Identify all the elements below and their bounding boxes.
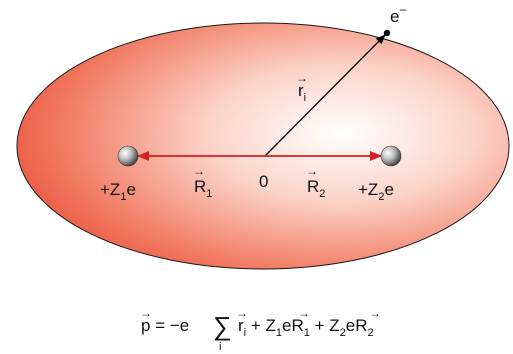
electron-label: e− — [390, 3, 406, 26]
formula-sum-symbol: ∑ — [213, 311, 232, 341]
electron-dot — [384, 30, 390, 36]
formula-sum-index: i — [219, 341, 221, 353]
nucleus-2-sphere — [381, 146, 401, 166]
formula-R2-overarrow: → — [369, 306, 381, 320]
dipole-formula: → p = −e ∑ i → ri + Z1eR1 + Z2eR2 → → — [140, 306, 381, 353]
vector-R1-overarrow: → — [193, 164, 205, 178]
formula-R1-overarrow: → — [298, 306, 310, 320]
origin-label: 0 — [259, 172, 268, 191]
molecule-ellipse — [17, 23, 509, 269]
vector-R2-overarrow: → — [306, 164, 318, 178]
formula-p-and-minus-e: p = −e — [141, 316, 189, 335]
nucleus-1-sphere — [118, 146, 138, 166]
